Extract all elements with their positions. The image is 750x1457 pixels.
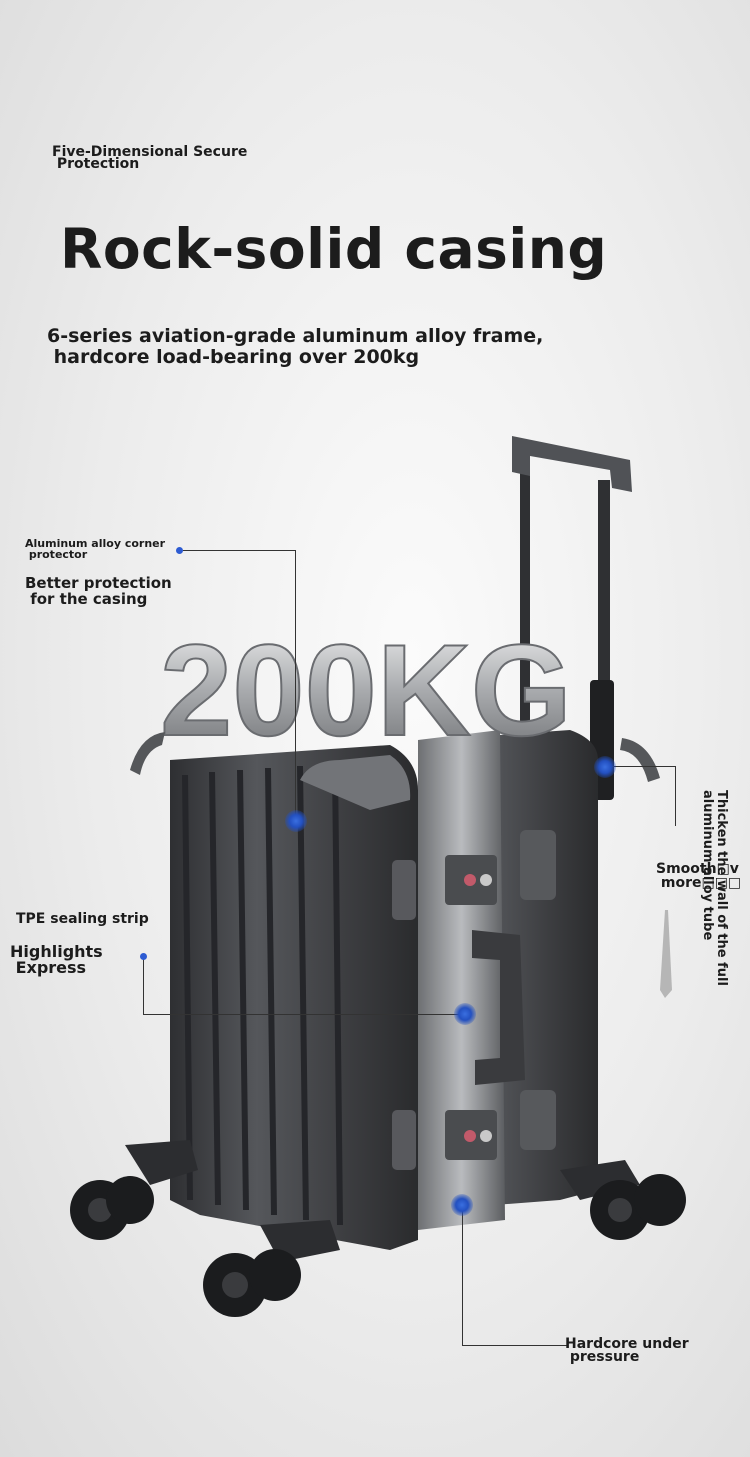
aluminum-frame [418, 730, 525, 1230]
tube-wall-text: Thicken the wall of the full aluminum al… [700, 790, 729, 986]
spinner-wheels [70, 1140, 686, 1317]
smooth-callout: Smooth□v more□□□ [656, 861, 742, 891]
subtitle-text: 6-series aviation-grade aluminum alloy f… [47, 325, 544, 368]
tpe-strip-title: TPE sealing strip [16, 911, 149, 927]
page-title: Rock-solid casing [60, 217, 608, 281]
marker-dot [451, 1194, 473, 1216]
suitcase-illustration: 200KG [70, 436, 686, 1317]
corner-protector-title: Aluminum alloy corner protector [25, 537, 166, 561]
marker-dot [140, 953, 147, 960]
marker-dot [176, 547, 183, 554]
marker-dot [454, 1003, 476, 1025]
load-badge-text: 200KG [160, 617, 572, 763]
front-case-shell [170, 745, 418, 1250]
tpe-strip-desc: Highlights Express [10, 942, 103, 977]
hardcore-callout: Hardcore under pressure [565, 1336, 689, 1365]
marker-dot [285, 810, 307, 832]
kicker-text: Five-Dimensional Secure Protection [52, 144, 248, 172]
tube-wall-callout: Thicken the wall of the full aluminum al… [700, 790, 750, 1020]
marker-dot [594, 756, 616, 778]
corner-protector-desc: Better protection for the casing [25, 574, 172, 608]
